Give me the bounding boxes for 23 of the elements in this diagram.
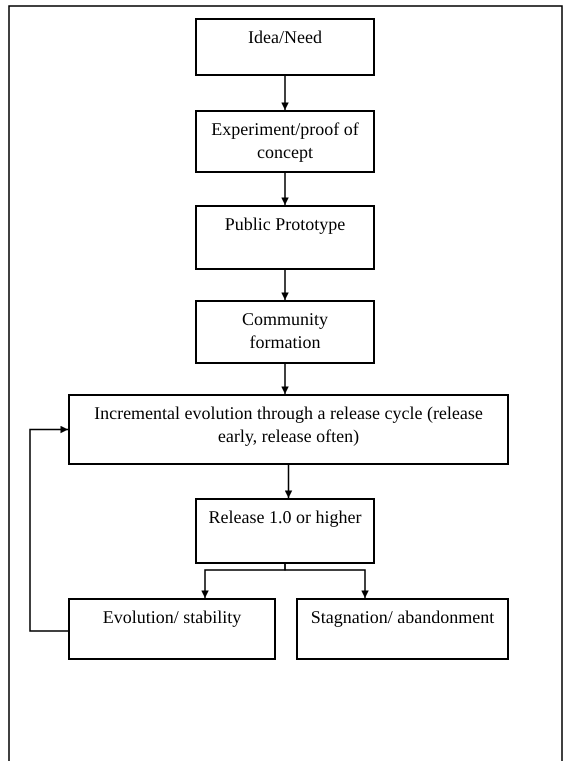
box-label: Release 1.0 or higher [208, 506, 362, 529]
arrow [281, 76, 289, 110]
process-box [195, 205, 375, 270]
process-box [195, 18, 375, 76]
box-label: Community formation [240, 308, 329, 354]
arrow [29, 426, 68, 632]
box-label: Experiment/proof of concept [210, 118, 360, 164]
process-box [296, 598, 509, 660]
box-label: Stagnation/ abandonment [310, 606, 494, 629]
process-box [195, 300, 375, 364]
box-label: Incremental evolution through a release cycle (release early, release often) [93, 402, 484, 448]
process-box [195, 110, 375, 173]
box-label: Idea/Need [248, 26, 322, 49]
arrow [284, 465, 292, 498]
arrow [281, 364, 289, 394]
process-box [68, 394, 509, 465]
arrow [284, 564, 369, 598]
box-label: Evolution/ stability [102, 606, 242, 629]
process-box [195, 498, 375, 564]
arrow [281, 270, 289, 300]
box-label: Public Prototype [224, 213, 346, 236]
arrow [281, 173, 289, 205]
process-box [68, 598, 276, 660]
